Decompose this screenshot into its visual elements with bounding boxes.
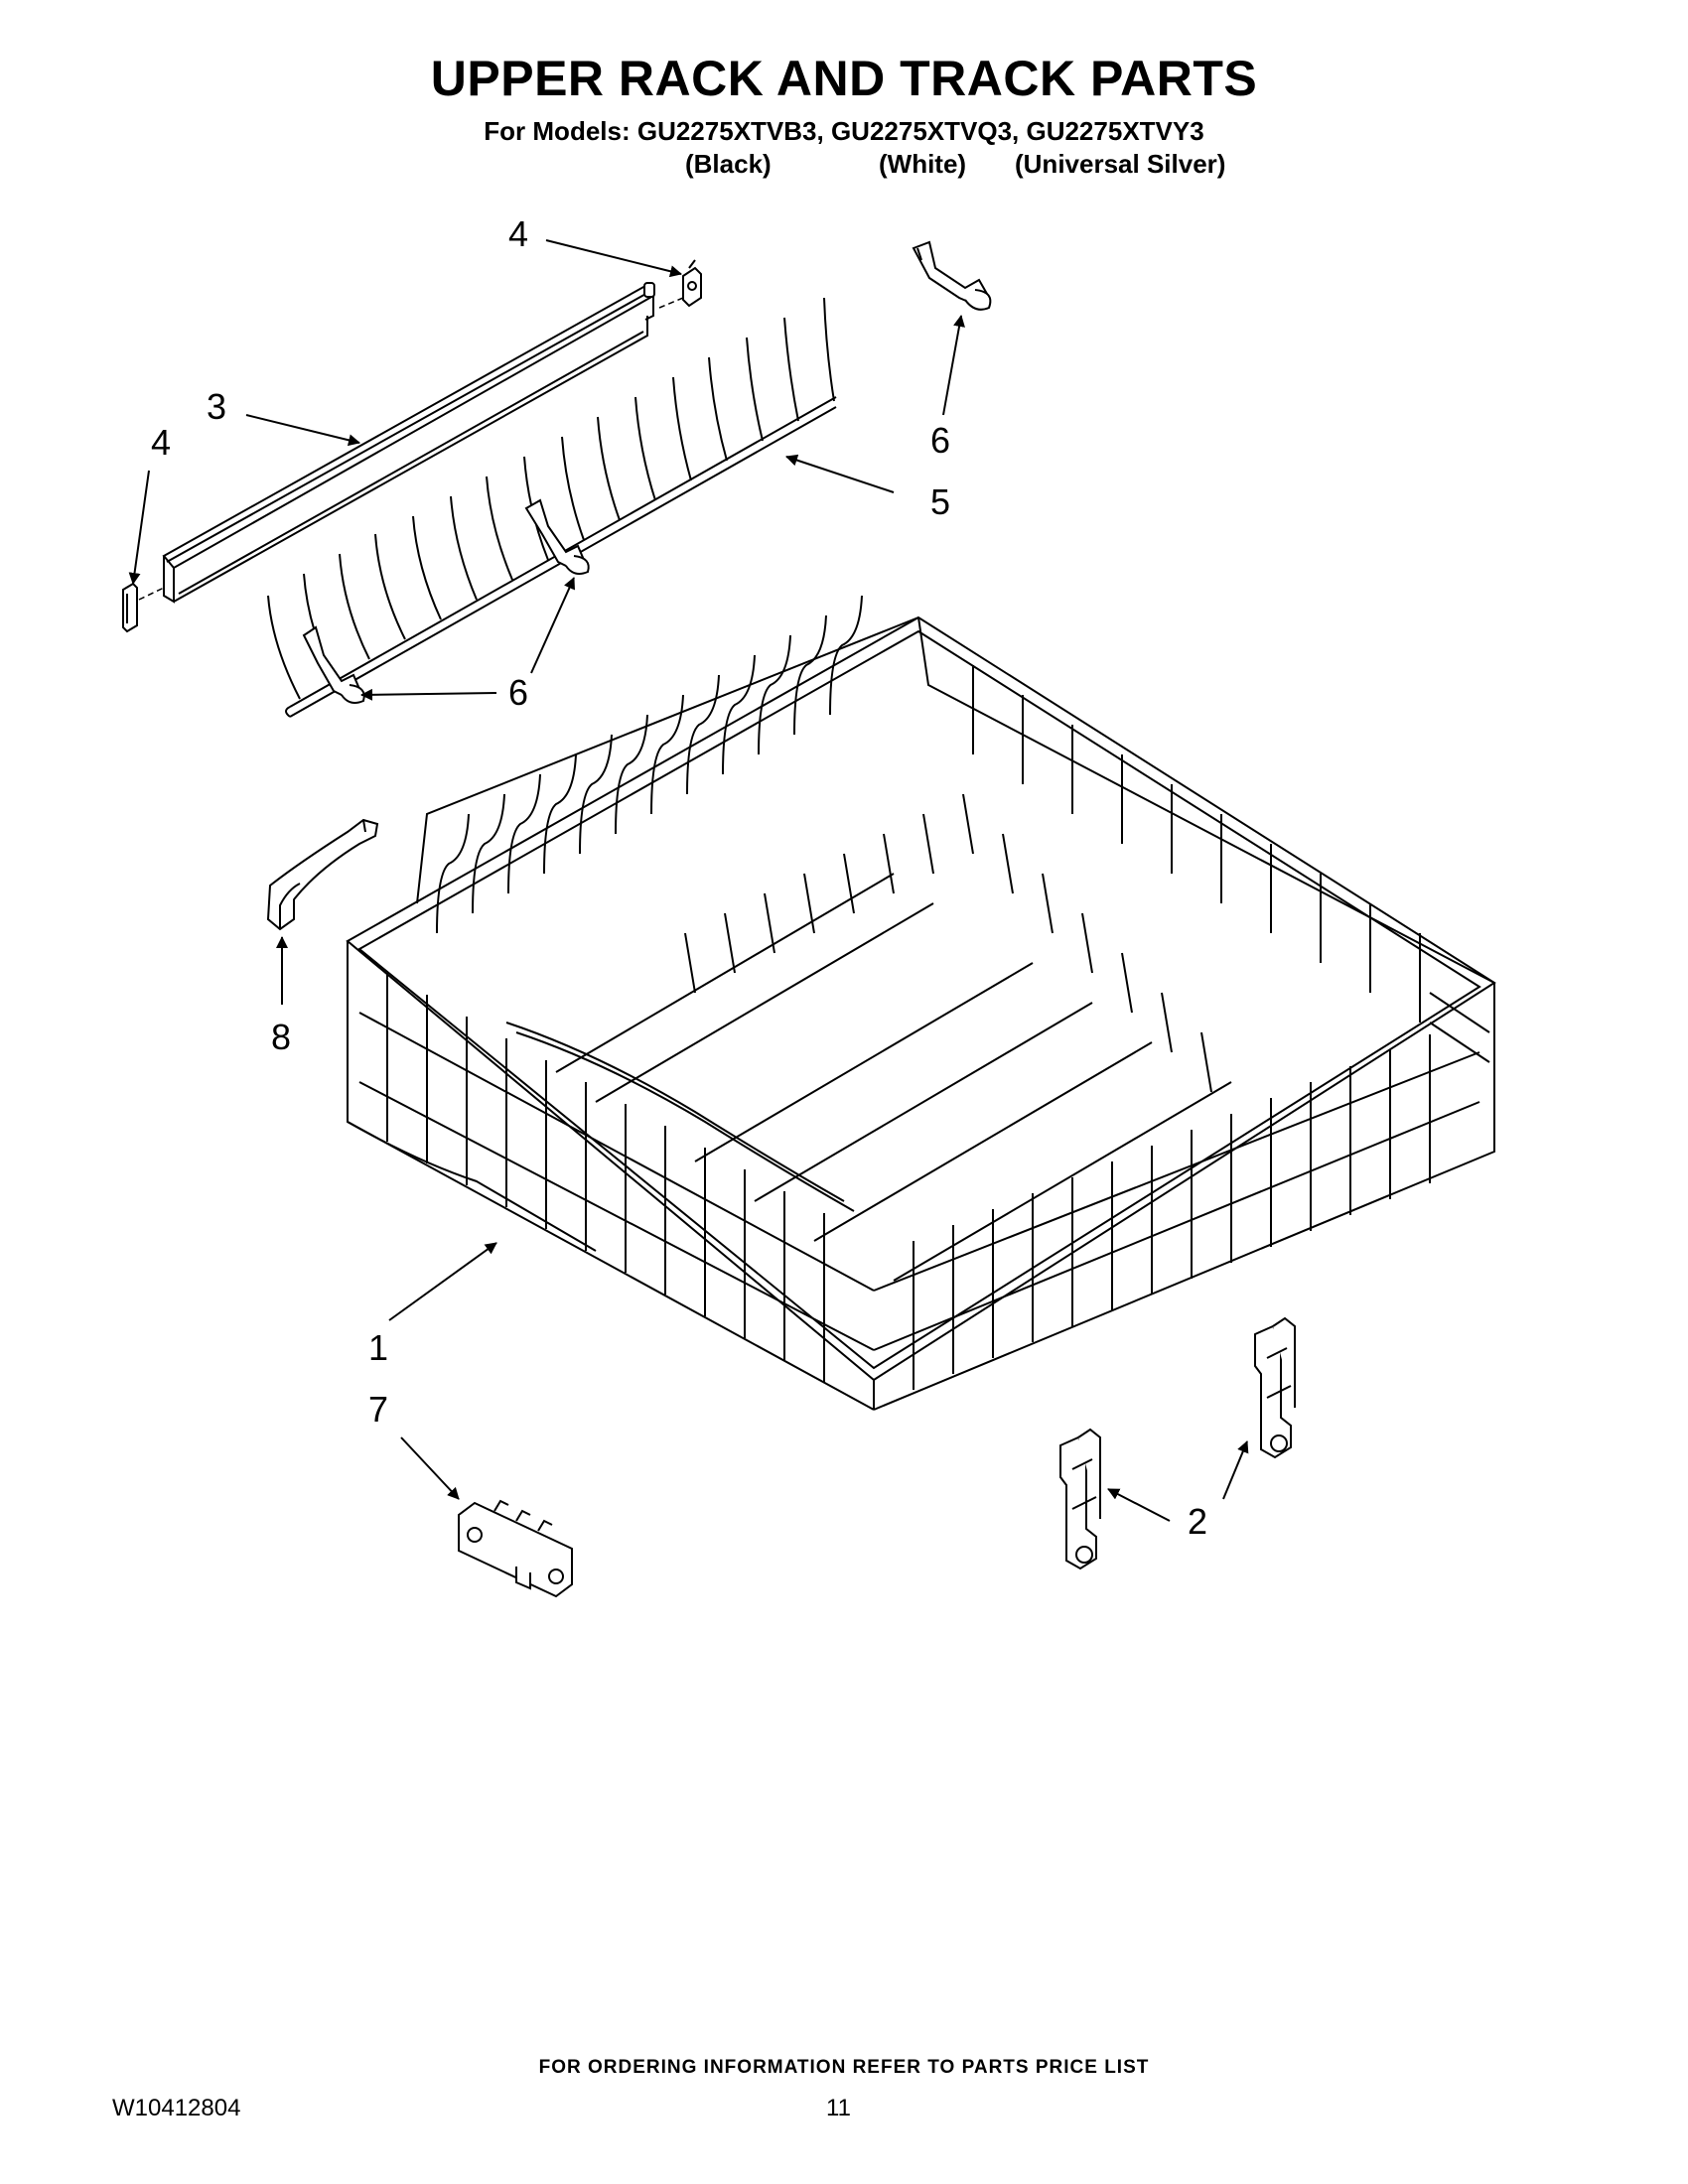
variant-universal-silver: (Universal Silver) bbox=[1015, 149, 1226, 179]
callout-1: 1 bbox=[368, 1327, 388, 1368]
leader-arrow-1 bbox=[388, 1242, 497, 1321]
tine-clip-part-6-mid bbox=[524, 498, 590, 575]
callout-6-top: 6 bbox=[930, 420, 950, 461]
callout-3: 3 bbox=[207, 386, 226, 427]
callout-7: 7 bbox=[368, 1389, 388, 1430]
bracket-part-7 bbox=[458, 1499, 573, 1598]
leader-arrow-2-front bbox=[1107, 1488, 1171, 1522]
leader-arrow-6-left bbox=[360, 688, 497, 701]
assembly-line-4-top bbox=[658, 297, 684, 309]
models-line: For Models: GU2275XTVB3, GU2275XTVQ3, GU… bbox=[484, 116, 1204, 146]
leader-arrow-4-left bbox=[128, 470, 150, 585]
document-number: W10412804 bbox=[112, 2095, 241, 2121]
leader-arrow-4-top bbox=[545, 239, 682, 278]
leader-arrow-7 bbox=[400, 1436, 460, 1500]
leader-arrow-6-mid bbox=[530, 577, 575, 674]
leader-arrow-6-top bbox=[942, 315, 965, 416]
callout-2: 2 bbox=[1188, 1501, 1207, 1542]
tine-row-part-5 bbox=[267, 297, 837, 718]
lever-part-8 bbox=[266, 818, 379, 931]
callout-4-left: 4 bbox=[151, 422, 171, 463]
end-cap-part-4-left bbox=[122, 582, 138, 633]
page-number: 11 bbox=[826, 2095, 851, 2121]
tine-clip-part-6-left bbox=[302, 625, 365, 704]
callout-4-top: 4 bbox=[508, 213, 528, 254]
track-rail-part-3 bbox=[162, 282, 655, 604]
assembly-line-4-left bbox=[138, 587, 165, 601]
roller-part-2-front bbox=[1059, 1428, 1101, 1570]
variant-white: (White) bbox=[879, 149, 967, 179]
leader-arrow-2-back bbox=[1222, 1440, 1249, 1500]
tine-clip-part-6-top bbox=[912, 240, 992, 311]
callout-8: 8 bbox=[271, 1017, 291, 1057]
variant-black: (Black) bbox=[685, 149, 772, 179]
end-cap-part-4-top bbox=[682, 259, 702, 308]
upper-rack-basket-part-1 bbox=[346, 595, 1496, 1411]
callout-5: 5 bbox=[930, 481, 950, 522]
roller-part-2-back bbox=[1254, 1316, 1296, 1459]
leader-arrows bbox=[128, 239, 1249, 1522]
callout-6-mid: 6 bbox=[508, 672, 528, 713]
leader-arrow-3 bbox=[245, 414, 360, 447]
leader-arrow-5 bbox=[785, 454, 895, 493]
page-title: UPPER RACK AND TRACK PARTS bbox=[430, 51, 1258, 106]
ordering-info-note: FOR ORDERING INFORMATION REFER TO PARTS … bbox=[538, 2057, 1150, 2078]
